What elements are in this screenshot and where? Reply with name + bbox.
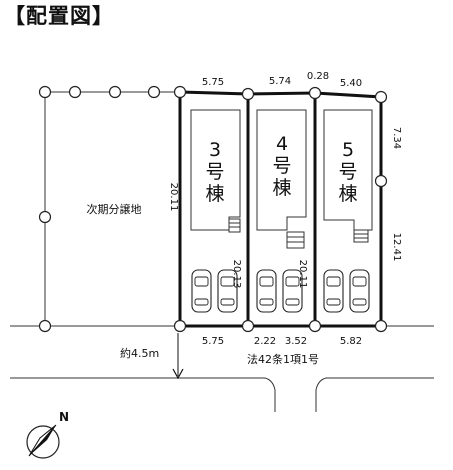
north-compass: N	[26, 410, 69, 459]
dim-bottom-lot5: 5.82	[340, 336, 362, 347]
steps-4	[286, 231, 305, 249]
car	[349, 269, 370, 313]
lot-5-number: 5	[342, 139, 354, 161]
boundary-marker	[241, 319, 255, 333]
dim-bottom-a: 2.22	[254, 336, 276, 347]
boundary-marker	[308, 319, 322, 333]
boundary-marker	[374, 319, 388, 333]
dim-right-upper: 7.34	[391, 127, 402, 149]
boundary-marker	[38, 85, 52, 99]
boundary-marker	[173, 85, 187, 99]
lot-3-mune: 棟	[205, 183, 224, 205]
lot-3-number: 3	[209, 139, 221, 161]
car	[282, 269, 303, 313]
boundary-marker	[374, 174, 388, 188]
boundary-marker	[38, 210, 52, 224]
lot-4-go: 号	[272, 155, 291, 177]
dim-top-jog: 0.28	[307, 71, 329, 82]
lot-3-boundary	[178, 90, 250, 328]
dim-right-lower: 12.41	[391, 233, 402, 262]
dim-top-lot5: 5.40	[340, 78, 362, 89]
road-edge-lower	[10, 377, 434, 412]
lot-4-mune: 棟	[272, 177, 291, 199]
dim-top-lot3: 5.75	[202, 77, 224, 88]
road-width-arrowhead-down	[172, 368, 184, 380]
dim-bottom-lot3: 5.75	[202, 336, 224, 347]
boundary-marker	[173, 319, 187, 333]
future-lot-label: 次期分譲地	[87, 202, 142, 216]
dim-between-3-4: 20.13	[231, 260, 242, 289]
boundary-markers	[38, 85, 388, 333]
car	[256, 269, 277, 313]
lot-5-go: 号	[338, 161, 357, 183]
boundary-marker	[68, 85, 82, 99]
road-width-label: 約4.5m	[120, 346, 159, 360]
steps-5	[353, 229, 369, 243]
dim-between-4-5: 20.11	[297, 260, 308, 289]
lot-4-number: 4	[276, 133, 288, 155]
dim-bottom-b: 3.52	[285, 336, 307, 347]
boundary-marker	[374, 90, 388, 104]
road-law-label: 法42条1項1号	[247, 352, 319, 366]
lot-5-mune: 棟	[338, 183, 357, 205]
parking-cars	[191, 269, 370, 313]
boundary-marker	[147, 85, 161, 99]
boundary-marker	[308, 86, 322, 100]
car	[217, 269, 238, 313]
lot-3-go: 号	[205, 161, 224, 183]
north-label: N	[59, 410, 69, 424]
dim-top-lot4: 5.74	[269, 76, 291, 87]
car	[323, 269, 344, 313]
building-3	[190, 109, 241, 231]
steps-3	[228, 218, 241, 233]
page-title: 【配置図】	[4, 4, 114, 28]
boundary-marker	[241, 87, 255, 101]
boundary-marker	[38, 319, 52, 333]
boundary-marker	[108, 85, 122, 99]
building-4	[256, 109, 307, 231]
dim-left-lot3: 20.11	[168, 183, 179, 212]
car	[191, 269, 212, 313]
